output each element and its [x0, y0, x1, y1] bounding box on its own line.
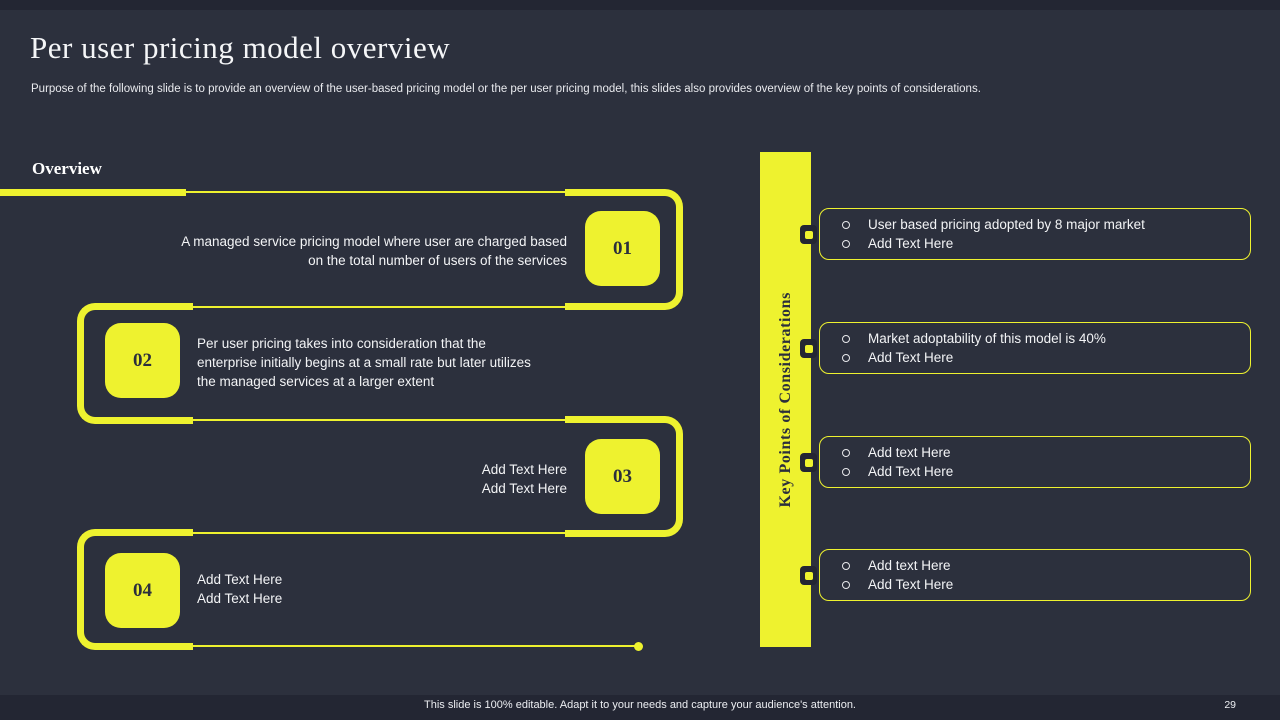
circle-bullet-icon [842, 239, 850, 248]
bar-connector-node-3 [800, 453, 817, 472]
bullet-row: Add Text Here [842, 235, 1250, 253]
step-text-04-line1: Add Text Here [197, 572, 283, 587]
step-text-03-line1: Add Text Here [481, 462, 567, 477]
circle-bullet-icon [842, 353, 850, 362]
connector-line-5 [191, 645, 638, 647]
bullet-row: Add text Here [842, 557, 1250, 575]
bracket-left-04 [77, 529, 193, 650]
connector-core-icon [804, 344, 813, 353]
circle-bullet-icon [842, 467, 850, 476]
step-text-02-line3: the managed services at a larger extent [197, 374, 435, 389]
bar-connector-node-1 [800, 225, 817, 244]
bullet-row: Add Text Here [842, 349, 1250, 367]
step-text-03[interactable]: Add Text Here Add Text Here [300, 460, 567, 498]
circle-bullet-icon [842, 334, 850, 343]
step-text-04-line2: Add Text Here [197, 591, 283, 606]
bracket-right-01 [565, 189, 683, 310]
bullet-row: Market adoptability of this model is 40% [842, 330, 1250, 348]
connector-core-icon [804, 458, 813, 467]
connector-line-1 [186, 191, 568, 193]
slide-subtitle: Purpose of the following slide is to pro… [31, 83, 981, 95]
footer-note: This slide is 100% editable. Adapt it to… [424, 699, 856, 711]
key-point-box-2[interactable]: Market adoptability of this model is 40%… [819, 322, 1251, 374]
line-end-dot [634, 642, 643, 651]
key-point-1-bullet-2: Add Text Here [868, 235, 954, 251]
circle-bullet-icon [842, 580, 850, 589]
bottom-band [0, 695, 1280, 720]
step-text-01-line2: on the total number of users of the serv… [308, 253, 567, 268]
key-point-2-bullet-2: Add Text Here [868, 349, 954, 365]
key-point-4-bullet-2: Add Text Here [868, 576, 954, 592]
lead-line [0, 189, 186, 196]
circle-bullet-icon [842, 448, 850, 457]
slide-title: Per user pricing model overview [30, 30, 451, 65]
bullet-row: User based pricing adopted by 8 major ma… [842, 216, 1250, 234]
key-point-3-bullet-1: Add text Here [868, 444, 951, 460]
key-point-4-bullet-1: Add text Here [868, 557, 951, 573]
step-number-box-02[interactable]: 02 [105, 323, 180, 398]
connector-core-icon [804, 571, 813, 580]
key-point-2-bullet-1: Market adoptability of this model is 40% [868, 330, 1106, 346]
circle-bullet-icon [842, 220, 850, 229]
step-number-box-01[interactable]: 01 [585, 211, 660, 286]
step-text-02[interactable]: Per user pricing takes into consideratio… [197, 334, 597, 391]
connector-line-2 [191, 306, 568, 308]
key-point-box-4[interactable]: Add text Here Add Text Here [819, 549, 1251, 601]
page-number: 29 [1224, 699, 1236, 711]
bracket-right-03 [565, 416, 683, 537]
step-text-01-line1: A managed service pricing model where us… [181, 234, 567, 249]
connector-line-3 [191, 419, 568, 421]
key-point-3-bullet-2: Add Text Here [868, 463, 954, 479]
circle-bullet-icon [842, 561, 850, 570]
connector-core-icon [804, 230, 813, 239]
bar-connector-node-4 [800, 566, 817, 585]
step-text-02-line2: enterprise initially begins at a small r… [197, 355, 531, 370]
bracket-left-02 [77, 303, 193, 424]
bullet-row: Add Text Here [842, 576, 1250, 594]
step-text-01[interactable]: A managed service pricing model where us… [110, 232, 567, 270]
step-number-box-04[interactable]: 04 [105, 553, 180, 628]
key-point-box-3[interactable]: Add text Here Add Text Here [819, 436, 1251, 488]
bar-connector-node-2 [800, 339, 817, 358]
step-text-02-line1: Per user pricing takes into consideratio… [197, 336, 486, 351]
key-point-box-1[interactable]: User based pricing adopted by 8 major ma… [819, 208, 1251, 260]
step-text-04[interactable]: Add Text Here Add Text Here [197, 570, 464, 608]
step-text-03-line2: Add Text Here [481, 481, 567, 496]
bullet-row: Add Text Here [842, 463, 1250, 481]
key-points-bar-label: Key Points of Considerations [776, 291, 794, 508]
key-point-1-bullet-1: User based pricing adopted by 8 major ma… [868, 216, 1145, 232]
connector-line-4 [191, 532, 568, 534]
top-band [0, 0, 1280, 10]
bullet-row: Add text Here [842, 444, 1250, 462]
step-number-box-03[interactable]: 03 [585, 439, 660, 514]
overview-section-label: Overview [32, 159, 102, 178]
